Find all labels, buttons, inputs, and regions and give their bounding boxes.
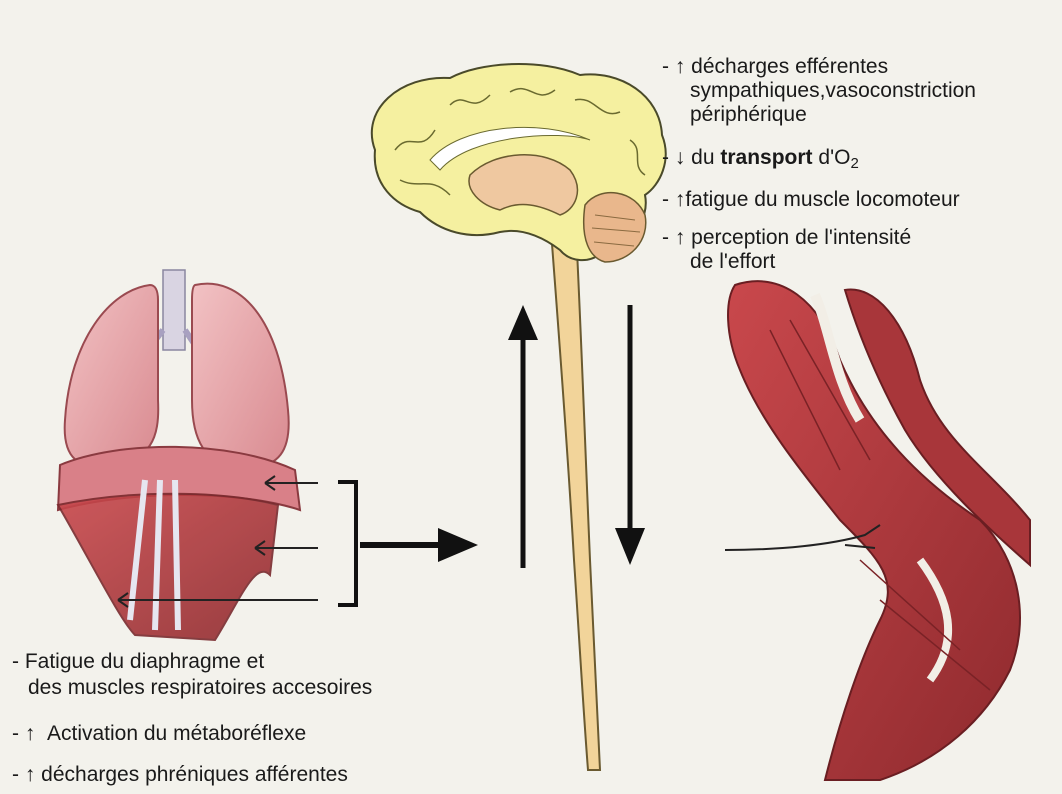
afferent-up-arrow [508,305,538,568]
lungs-icon [58,270,318,640]
efferent-down-arrow [615,305,645,565]
brain-icon [372,64,666,262]
up-arrow-icon: ↑ [675,226,686,249]
up-arrow-icon: ↑ [675,55,686,78]
cause-item-diaphragm-fatigue: - Fatigue du diaphragme et [12,650,264,674]
up-arrow-icon: ↑ [25,722,36,745]
cause-item-diaphragm-fatigue-line2: des muscles respiratoires accesoires [28,676,372,700]
cause-item-metaboreflex: - ↑ Activation du métaboréflexe [12,722,306,746]
effect-item-effort-perception-line2: de l'effort [690,250,775,274]
input-arrow [360,528,478,562]
spinal-cord-icon [548,190,600,770]
effect-item-efferent-discharge-line2: sympathiques,vasoconstriction [690,79,976,103]
cause-item-phrenic-discharge: - ↑ décharges phréniques afférentes [12,763,348,787]
effect-item-efferent-discharge: - ↑ décharges efférentes [662,55,888,79]
down-arrow-icon: ↓ [675,146,686,169]
effect-item-muscle-fatigue: - ↑fatigue du muscle locomoteur [662,188,960,212]
effect-item-efferent-discharge-line3: périphérique [690,103,807,127]
effect-item-o2-transport: - ↓ du transport d'O2 [662,146,859,176]
bracket [338,482,356,605]
leg-muscles-icon [725,281,1030,780]
up-arrow-icon: ↑ [675,188,686,211]
effect-item-effort-perception: - ↑ perception de l'intensité [662,226,911,250]
up-arrow-icon: ↑ [25,763,36,786]
